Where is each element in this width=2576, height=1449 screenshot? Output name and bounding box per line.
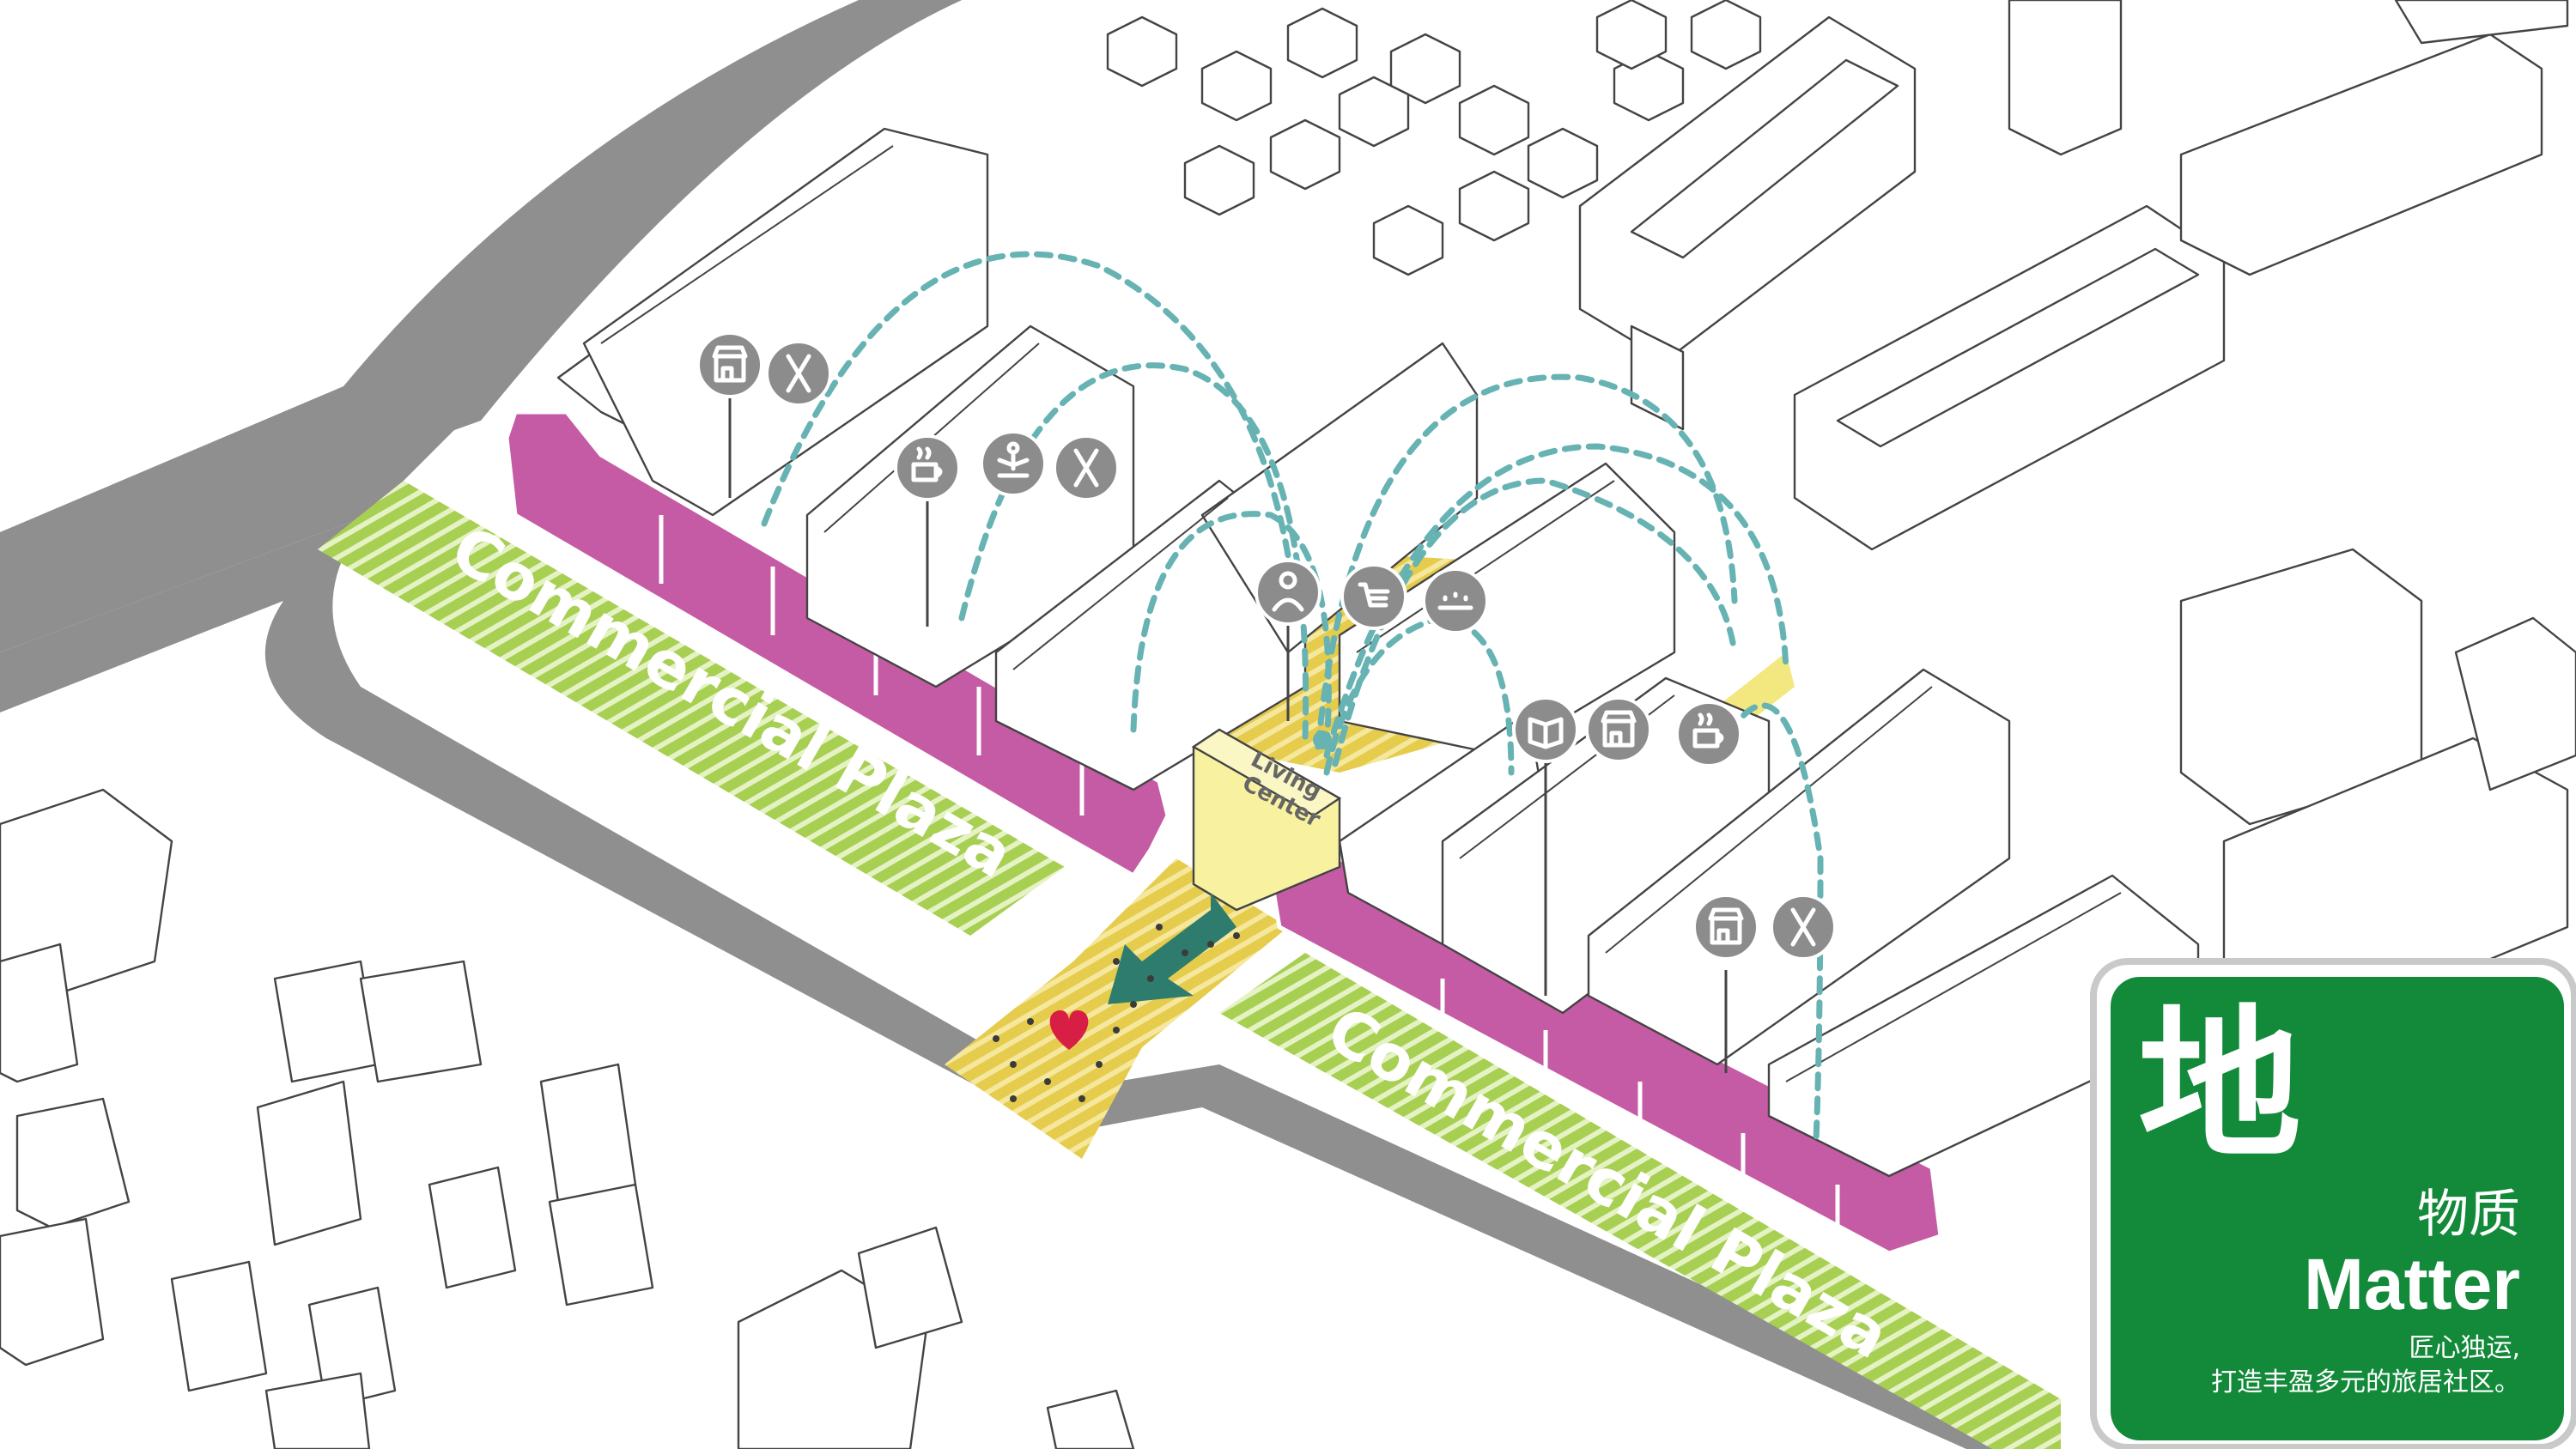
dining-icon [1770, 894, 1837, 961]
coffee-icon [1675, 700, 1742, 767]
matter-badge: 地 物质 Matter 匠心独运, 打造丰盈多元的旅居社区。 [2090, 958, 2576, 1449]
badge-title-en: Matter [2304, 1244, 2520, 1325]
shop-icon [696, 331, 763, 398]
pins [728, 391, 1728, 1073]
dining-icon [765, 340, 832, 407]
coffee-icon [894, 434, 961, 501]
background-houses [1106, 0, 2576, 1032]
commercial-plaza-upper [318, 481, 1065, 936]
crowd-dots [993, 924, 1240, 1102]
lower-left-houses [0, 788, 1135, 1449]
living-center-node [1313, 731, 1332, 749]
dining-icon [1053, 434, 1120, 501]
cart-icon [1340, 563, 1407, 630]
service-person-icon [1255, 559, 1321, 626]
commercial-plaza-lower [1219, 953, 2061, 1449]
badge-character: 地 [2138, 991, 2301, 1180]
direction-arrow-icon [1108, 893, 1236, 1004]
commercial-podium-upper [504, 409, 1170, 879]
badge-caption-line2: 打造丰盈多元的旅居社区。 [2211, 1367, 2520, 1397]
shop-icon [1585, 696, 1652, 763]
meeting-icon [1422, 567, 1489, 634]
heart-icon [1049, 1010, 1089, 1050]
badge-subtitle-cn: 物质 [2417, 1185, 2520, 1245]
book-icon [1512, 696, 1579, 763]
main-road [0, 0, 2061, 1449]
building-row-lower [1338, 668, 2200, 1178]
yoga-icon [980, 430, 1047, 497]
badge-caption-line1: 匠心独运, [2409, 1333, 2520, 1363]
shop-icon [1692, 894, 1759, 961]
